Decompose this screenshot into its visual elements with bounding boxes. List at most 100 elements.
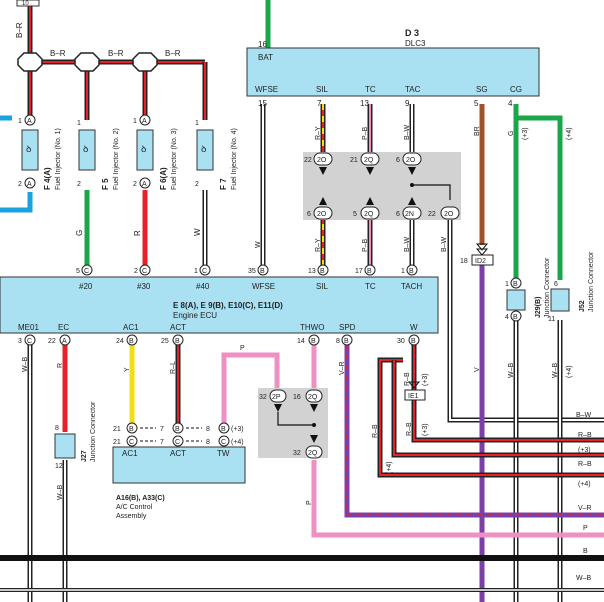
br-label-2: B–R [50, 49, 66, 58]
ac-plus3: (+3) [231, 426, 244, 433]
ac-right-tag-2: C [221, 439, 226, 446]
br-label-4: B–R [165, 49, 181, 58]
splice-points [17, 52, 158, 72]
edge-label-rb-2: R–B [578, 461, 592, 468]
ecu-tag-tach: B [409, 268, 414, 275]
jb-top-tag-3: 2O [406, 157, 416, 164]
wire-pb-bot: P–B [362, 238, 369, 252]
ecu-label-act: ACT [170, 323, 186, 332]
ecu-bottom-labels: ME01 EC AC1 ACT THWO SPD W [18, 323, 418, 332]
jbl-bot-pin: 32 [293, 450, 301, 457]
j52-name: Junction Connector [588, 251, 595, 312]
ac-pin-row-2: 21 C 7 C 8 C (+4) [113, 435, 244, 447]
wire-ry-top: R–Y [315, 126, 322, 140]
wire-pb-top: P–B [362, 126, 369, 140]
ecu-pin-40: 1 [194, 268, 198, 275]
inj4-name: Fuel Injector (No. 4) [231, 128, 238, 190]
wire-bw-top: B–W [404, 124, 411, 140]
dlc3-pin-wfse: 15 [258, 99, 267, 108]
br-label-3: B–R [108, 49, 124, 58]
ecu-title: E 8(A), E 9(B), E10(C), E11(D) [173, 301, 283, 310]
jbl-top-tag-2: 2Q [308, 394, 318, 401]
ac-mid-pin-1: 7 [160, 426, 164, 433]
jbl-top-tag-1: 2P [272, 394, 281, 401]
b-r-labels: B–R B–R B–R B–R [15, 22, 181, 58]
id2-name: ID2 [475, 258, 486, 265]
jb-bot-tag-4: 2O [444, 211, 454, 218]
jb-top-pin-2: 21 [350, 157, 358, 164]
dlc3-pin-sg: 5 [474, 99, 479, 108]
ac-control-assembly: AC1 ACT TW A16(B), A33(C) A/C Control As… [112, 422, 246, 520]
ecu-label-me01: ME01 [18, 323, 39, 332]
dlc3-pin-tc: 13 [360, 99, 369, 108]
inj1-bot-pin: 2 [18, 181, 22, 188]
ecu-btag-act: B [175, 338, 180, 345]
ac-left-tag-1: B [129, 426, 134, 433]
ac-label-act: ACT [170, 449, 186, 458]
jb-top-pin-3: 6 [396, 157, 400, 164]
j52-pin-bot: 11 [548, 316, 555, 323]
ie1-wire-right: R–B [406, 422, 413, 436]
inj1-top-tag: A [27, 118, 32, 125]
inj4-top-pin: 1 [195, 120, 199, 127]
ecu-label-30: #30 [137, 282, 151, 291]
junction-upper-wire-labels: R–Y P–B B–W R–Y P–B B–W B–W W [255, 124, 448, 252]
ie1-name: IE1 [408, 393, 419, 400]
right-edge-labels: B–W R–B (+3) R–B (+4) V–R P B W–B [576, 412, 592, 582]
dlc3-pin-numbers: 15 7 13 9 5 4 [258, 99, 513, 108]
ecu-tag-wfse: B [260, 268, 265, 275]
wire-spd: V–R [339, 361, 346, 375]
dlc3-label-sil: SIL [316, 85, 329, 94]
ac-right-pin-2: 8 [206, 439, 210, 446]
edge-label-p: P [583, 525, 588, 532]
injector-1: A 1 ꝺ A 2 F 4(A) Fuel Injector (No. 1) [18, 114, 62, 190]
edge-tag-plus3: (+3) [578, 447, 591, 454]
ecu-pin-sil: 13 [308, 268, 316, 275]
inj2-bot-pin: 2 [77, 181, 81, 188]
ecu-label-sil: SIL [316, 282, 329, 291]
inj3-bot-pin: 2 [133, 181, 137, 188]
ie1-plus3: (+3) [422, 373, 429, 386]
inj4-bot-pin: 2 [195, 181, 199, 188]
ecu-label-thwo: THWO [300, 323, 324, 332]
wire-v: V [474, 367, 481, 372]
dlc3-label-sg: SG [476, 85, 488, 94]
inj3-top-tag: A [142, 118, 147, 125]
ecu-bpin-act: 25 [161, 338, 169, 345]
jb-bot-pin-3: 6 [396, 211, 400, 218]
ac-mid-pin-2: 7 [160, 439, 164, 446]
ecu-btag-ec: A [62, 338, 67, 345]
ecu-label-ac1: AC1 [123, 323, 139, 332]
junction-block-upper: 2O 22 2Q 21 2O 6 2O 6 2Q 5 [255, 124, 461, 252]
ecu-name: Engine ECU [173, 311, 217, 320]
j52-code: J52 [579, 300, 586, 312]
j29-junction-connector: B 1 B 4 J29(B) Junction Connector W–B [505, 257, 551, 378]
ie1-connector: R–B (+3) IE1 R–B (+4) R–B (+3) [372, 372, 429, 474]
j29-pin-bot: 4 [505, 314, 509, 321]
jbl-top-pin-2: 16 [293, 394, 301, 401]
inj1-name: Fuel Injector (No. 1) [55, 128, 62, 190]
ecu-bottom-pins: C 3 A 22 B 24 B 25 B 14 B 8 B 30 [18, 334, 420, 346]
inj1-code: F 4(A) [43, 167, 52, 190]
b-r-bus-wire [27, 0, 208, 120]
ecu-label-spd: SPD [339, 323, 356, 332]
edge-label-b: B [583, 548, 588, 555]
edge-label-vr: V–R [578, 505, 592, 512]
dlc3-id: D 3 [405, 28, 419, 38]
ie1-wire: R–B [404, 372, 411, 386]
j52-junction-connector: 6 11 J52 Junction Connector W–B (+4) [548, 251, 595, 378]
inj3-top-pin: 1 [133, 118, 137, 125]
wire-pink: P [240, 345, 245, 352]
j29-code: J29(B) [535, 297, 542, 318]
ecu-pin-tach: 1 [401, 268, 405, 275]
j29-wire: W–B [508, 363, 515, 379]
edge-tag-plus4: (+4) [578, 481, 591, 488]
wire-br: BR [474, 126, 481, 136]
junction-block-lower: 32 2P 16 2Q 32 2Q [258, 388, 328, 459]
ecu-top-labels: #20 #30 #40 WFSE SIL TC TACH [79, 282, 422, 291]
jb-top-tag-2: 2Q [364, 157, 374, 164]
jb-bot-tag-1: 2O [317, 211, 327, 218]
ac-left-pin-1: 21 [113, 426, 121, 433]
dlc3-label-tc: TC [365, 85, 376, 94]
